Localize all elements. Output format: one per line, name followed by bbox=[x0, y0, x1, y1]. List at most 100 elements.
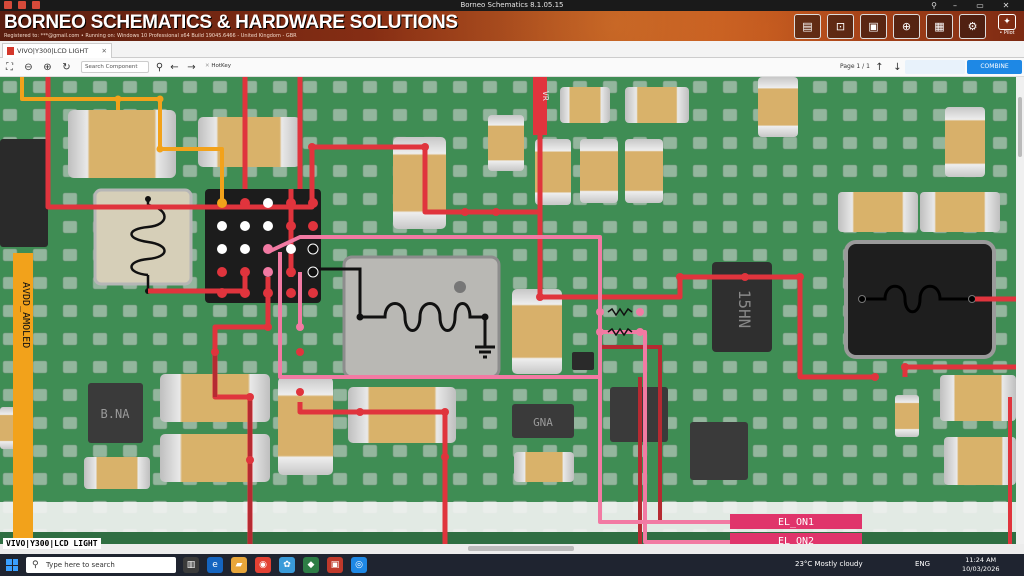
file-explorer-icon[interactable]: ▰ bbox=[231, 557, 247, 573]
net-stub-label: VR bbox=[541, 91, 550, 101]
taskbar-apps: ▥ e ▰ ◉ ✿ ◆ ▣ ◎ bbox=[183, 557, 367, 573]
search-component-input[interactable]: Search Component bbox=[81, 61, 149, 73]
weather-widget[interactable]: 23°C Mostly cloudy bbox=[795, 560, 863, 568]
tray-icon[interactable]: ⊡ bbox=[827, 14, 854, 39]
app-icon-blue[interactable]: ✿ bbox=[279, 557, 295, 573]
capacitor-small bbox=[560, 87, 610, 123]
ic-bna bbox=[88, 383, 143, 443]
page-down-icon[interactable]: ↓ bbox=[893, 62, 902, 73]
inductor-marking: 15HN bbox=[735, 290, 754, 329]
app-icon[interactable] bbox=[4, 1, 12, 9]
inductor-left bbox=[93, 188, 193, 286]
monitor-icon[interactable]: ▣ bbox=[860, 14, 887, 39]
capacitor-small bbox=[535, 139, 571, 205]
page-up-icon[interactable]: ↑ bbox=[875, 62, 884, 73]
capacitor-small bbox=[84, 457, 150, 489]
tab-vivo-y300[interactable]: VIVO|Y300|LCD LIGHT ✕ bbox=[2, 43, 112, 58]
registration-info: Registered to: ***@gmail.com • Running o… bbox=[4, 33, 297, 39]
view-toolbar: ⛶ ⊖ ⊕ ↻ Search Component ⚲ ← → ✕ HotKey … bbox=[0, 58, 1024, 77]
ic-gna bbox=[512, 404, 574, 438]
settings-icon[interactable]: ⚙ bbox=[959, 14, 986, 39]
edge-icon[interactable]: e bbox=[207, 557, 223, 573]
search-icon[interactable]: ⚲ bbox=[155, 62, 164, 73]
taskbar-search-input[interactable]: ⚲ Type here to search bbox=[26, 557, 176, 573]
folder-icon[interactable]: ▦ bbox=[926, 14, 953, 39]
capacitor-small bbox=[514, 452, 574, 482]
borneo-app-icon[interactable]: ▣ bbox=[327, 557, 343, 573]
tab-close-icon[interactable]: ✕ bbox=[101, 47, 107, 55]
silkscreen-strip bbox=[0, 502, 1016, 532]
ic-sensor bbox=[690, 422, 748, 480]
capacitor-large bbox=[348, 387, 456, 443]
el-on2-bar bbox=[730, 533, 862, 544]
bga-balls bbox=[217, 198, 319, 298]
capacitor-large bbox=[160, 434, 270, 482]
zoom-out-icon[interactable]: ⊖ bbox=[24, 62, 33, 73]
trace-nodes bbox=[211, 143, 909, 464]
tab-label: VIVO|Y300|LCD LIGHT bbox=[17, 47, 89, 55]
vertical-scrollbar[interactable] bbox=[1016, 77, 1024, 544]
pilot-icon: ✦ bbox=[998, 14, 1016, 30]
brand-title: BORNEO SCHEMATICS & HARDWARE SOLUTIONS bbox=[4, 12, 458, 33]
capacitor-small bbox=[944, 437, 1016, 485]
language-indicator[interactable]: ENG bbox=[915, 560, 931, 568]
vertical-scroll-thumb[interactable] bbox=[1018, 97, 1022, 157]
quick-access-icons bbox=[4, 1, 40, 9]
combine-button[interactable]: COMBINE bbox=[967, 60, 1022, 74]
resistor-symbol bbox=[607, 327, 633, 337]
avdd-net-bar bbox=[13, 253, 33, 544]
chrome-icon[interactable]: ◉ bbox=[255, 557, 271, 573]
capacitor-small bbox=[920, 192, 1000, 232]
capacitor-small bbox=[838, 192, 918, 232]
ic-bna-marking: B.NA bbox=[101, 407, 131, 421]
windows-taskbar: ⚲ Type here to search ▥ e ▰ ◉ ✿ ◆ ▣ ◎ 23… bbox=[0, 554, 1024, 576]
inductor-symbol-center bbox=[360, 302, 485, 332]
system-clock[interactable]: 11:24 AM 10/03/2026 bbox=[962, 556, 999, 574]
refresh-icon[interactable]: ↻ bbox=[62, 62, 71, 73]
capacitor-large bbox=[393, 137, 446, 229]
capacitor-small bbox=[940, 375, 1016, 421]
ic-tiny bbox=[572, 352, 594, 370]
hotkey-toggle[interactable]: ✕ HotKey bbox=[205, 63, 231, 69]
inductor-symbol-left bbox=[130, 203, 166, 277]
el-on2-label: EL_ON2 bbox=[778, 536, 814, 544]
hotkey-label: HotKey bbox=[211, 63, 231, 69]
capacitor-small bbox=[945, 107, 985, 177]
capacitor-small bbox=[580, 139, 618, 203]
capacitor-small bbox=[895, 395, 919, 437]
zoom-in-icon[interactable]: ⊕ bbox=[43, 62, 52, 73]
close-button[interactable]: ✕ bbox=[1002, 1, 1010, 10]
close-small-icon: ✕ bbox=[205, 63, 212, 69]
clock-date: 10/03/2026 bbox=[962, 565, 1000, 573]
capacitor-small bbox=[625, 139, 663, 203]
fit-screen-icon[interactable]: ⛶ bbox=[6, 62, 13, 73]
task-view-icon[interactable]: ▥ bbox=[183, 557, 199, 573]
open-icon[interactable] bbox=[32, 1, 40, 9]
board-canvas[interactable]: 15HN B.NA GNA VR bbox=[0, 77, 1016, 544]
view-option-button[interactable] bbox=[905, 60, 965, 74]
app-icon-green[interactable]: ◆ bbox=[303, 557, 319, 573]
pcb-board-view[interactable]: 15HN B.NA GNA VR bbox=[0, 77, 1016, 544]
capacitor-large bbox=[512, 289, 562, 374]
pdf-icon bbox=[7, 47, 14, 55]
horizontal-scrollbar[interactable] bbox=[0, 544, 1024, 554]
user-icon[interactable]: ⚲ bbox=[931, 1, 937, 10]
minimize-button[interactable]: – bbox=[953, 1, 957, 10]
capacitor-large bbox=[68, 110, 176, 178]
zoom-icon[interactable]: ⊕ bbox=[893, 14, 920, 39]
forward-arrow-icon[interactable]: → bbox=[187, 62, 196, 73]
horizontal-scroll-thumb[interactable] bbox=[468, 546, 574, 551]
capacitor-small bbox=[758, 77, 798, 137]
back-arrow-icon[interactable]: ← bbox=[170, 62, 179, 73]
pink-nodes bbox=[296, 308, 644, 336]
capacitor-small bbox=[488, 115, 524, 171]
pilot-caption: • Pilot bbox=[999, 30, 1015, 36]
document-icon[interactable]: ▤ bbox=[794, 14, 821, 39]
windows-start-icon[interactable] bbox=[6, 559, 18, 571]
save-icon[interactable] bbox=[18, 1, 26, 9]
app-icon-teal[interactable]: ◎ bbox=[351, 557, 367, 573]
pilot-logo[interactable]: ✦ • Pilot bbox=[993, 14, 1021, 39]
ic-gna-marking: GNA bbox=[533, 416, 553, 429]
capacitor-small bbox=[0, 407, 16, 449]
maximize-button[interactable]: ▭ bbox=[976, 1, 984, 10]
